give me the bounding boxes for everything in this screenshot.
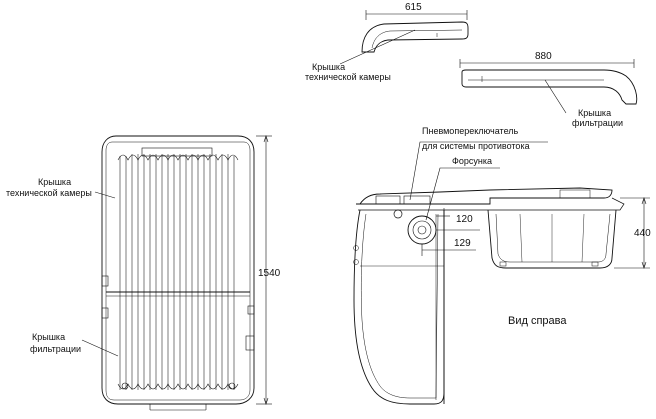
filtration-cover-drawing: [459, 59, 638, 105]
leader-nozzle: [425, 167, 500, 221]
tech-chamber-cover-drawing: [361, 10, 469, 53]
dimension-129: [421, 244, 476, 256]
label-side-view: Вид справа: [508, 315, 567, 327]
leader-filter-top: [544, 79, 567, 114]
dim-129-label: 129: [454, 238, 471, 249]
label-pneumo-line1: Пневмопереключатель: [422, 126, 519, 136]
label-filter-front-line2: фильтрации: [30, 344, 81, 354]
leader-tech-top: [339, 29, 416, 65]
side-view-drawing: [353, 187, 625, 405]
dimension-440: [614, 197, 650, 269]
label-pneumo-line2: для системы противотока: [422, 141, 530, 151]
label-filter-top-line1: Крышка: [578, 108, 611, 118]
label-nozzle: Форсунка: [452, 156, 492, 166]
leader-pneumo: [409, 141, 548, 201]
dim-1540-label: 1540: [258, 268, 281, 279]
label-filter-front-line1: Крышка: [32, 332, 65, 342]
label-tech-top-line1: Крышка: [312, 62, 345, 72]
dim-120-label: 120: [456, 214, 473, 225]
dim-880-label: 880: [535, 51, 552, 62]
label-tech-front-line2: технической камеры: [6, 188, 92, 198]
dimension-1540: [256, 135, 272, 405]
label-tech-top-line2: технической камеры: [305, 72, 391, 82]
leader-tech-front: [94, 191, 116, 199]
dimension-120: [436, 208, 480, 236]
dim-615-label: 615: [405, 2, 422, 13]
leader-filter-front: [81, 339, 119, 357]
label-tech-front-line1: Крышка: [38, 177, 71, 187]
label-filter-top-line2: фильтрации: [572, 118, 623, 128]
dim-440-label: 440: [634, 228, 651, 239]
front-view-drawing: [101, 135, 255, 411]
